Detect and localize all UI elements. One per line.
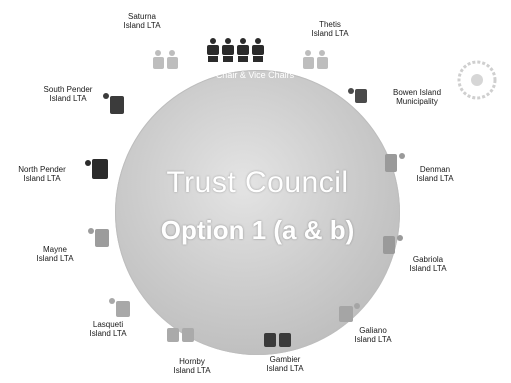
chair-label: Chair & Vice Chairs	[215, 70, 295, 80]
seat-bowen-icon	[348, 88, 367, 103]
seat-lasqueti-icon	[109, 298, 130, 317]
seat-gabriola-icon	[383, 235, 403, 254]
council-title: Trust Council	[166, 166, 349, 199]
seat-saturna-icon	[153, 50, 178, 69]
seat-denman-icon	[385, 153, 405, 172]
bowen-emblem-icon	[457, 60, 497, 100]
seat-north-pender-icon	[85, 159, 108, 179]
seat-gambier-icon	[264, 333, 291, 347]
chair-seats-icon	[207, 38, 264, 62]
seat-hornby-icon	[167, 328, 194, 342]
seat-galiano-icon	[339, 303, 360, 322]
council-option: Option 1 (a & b)	[160, 215, 355, 245]
seat-mayne-icon	[88, 228, 109, 247]
seat-south-pender-icon	[103, 93, 124, 114]
seat-thetis-icon	[303, 50, 328, 69]
